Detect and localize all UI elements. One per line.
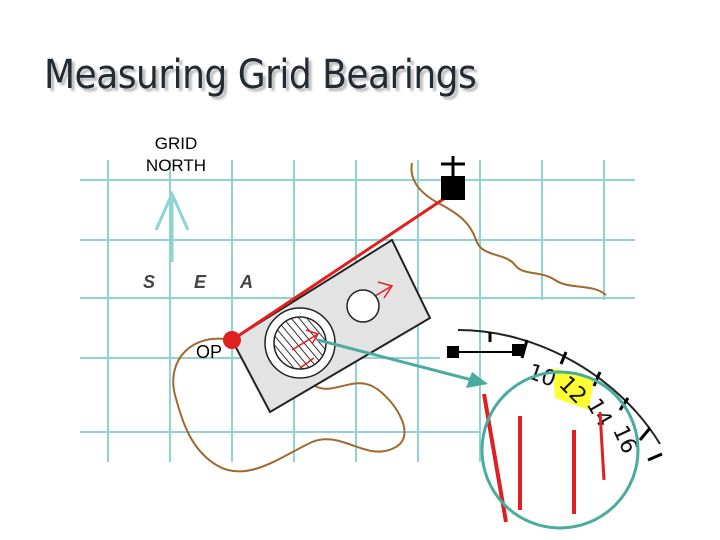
compass (223, 194, 449, 414)
orienting-arrow-icon (291, 329, 320, 369)
magnifier-circle (480, 370, 640, 530)
bearing-line (231, 194, 449, 342)
e-label: E (194, 272, 207, 292)
compass-dial-inner (273, 316, 327, 370)
grid-north-label: GRID NORTH (145, 134, 207, 175)
op-point (223, 331, 241, 349)
contour-line-north (410, 162, 607, 296)
op-label: OP (196, 342, 223, 362)
slide-title: Measuring Grid Bearings (44, 52, 477, 98)
map-grid (80, 160, 635, 462)
scale-highlight (553, 368, 594, 410)
magnified-grid-lines (482, 393, 576, 523)
grid-north-arrow (154, 190, 190, 262)
a-label: A (240, 272, 253, 292)
s-label: S (143, 272, 156, 292)
magnifier-lens (346, 289, 380, 323)
magnified-index-line (598, 411, 606, 481)
target-marker (441, 156, 465, 200)
zoom-pointer (317, 338, 488, 388)
